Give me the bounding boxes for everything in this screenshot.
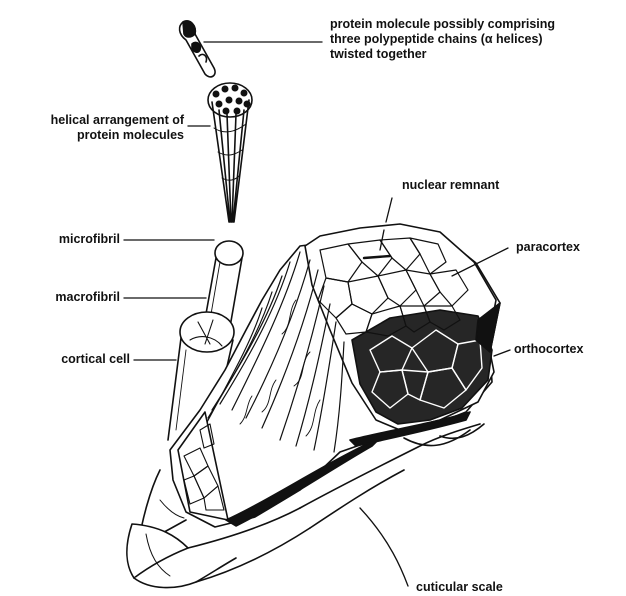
label-cuticular-scale: cuticular scale xyxy=(416,580,503,595)
label-orthocortex: orthocortex xyxy=(514,342,583,357)
label-protein-molecule-line-2: three polypeptide chains (α helices) xyxy=(330,32,555,47)
label-protein-molecule-line-3: twisted together xyxy=(330,47,555,62)
label-helical-line-2: protein molecules xyxy=(8,128,184,143)
label-paracortex: paracortex xyxy=(516,240,580,255)
label-helical-line-1: helical arrangement of xyxy=(8,113,184,128)
fibre-cortex-body xyxy=(170,224,500,527)
label-protein-molecule-line-1: protein molecule possibly comprising xyxy=(330,17,555,32)
helical-bundle-drawing xyxy=(208,83,252,222)
protein-molecule-drawing xyxy=(180,21,216,77)
label-cortical-cell: cortical cell xyxy=(20,352,130,367)
leader-cuticular-scale xyxy=(360,508,408,586)
label-nuclear-remnant: nuclear remnant xyxy=(402,178,499,193)
label-protein-molecule: protein molecule possibly comprising thr… xyxy=(330,17,555,62)
leader-orthocortex xyxy=(494,350,510,356)
label-macrofibril: macrofibril xyxy=(20,290,120,305)
label-microfibril: microfibril xyxy=(20,232,120,247)
label-helical-arrangement: helical arrangement of protein molecules xyxy=(8,113,184,143)
